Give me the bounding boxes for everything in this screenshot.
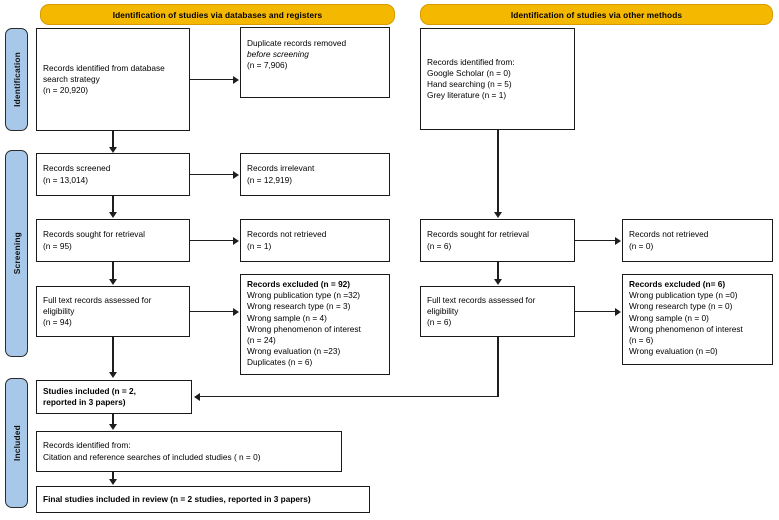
arrowhead-fulltext-to-excluded-left xyxy=(233,307,239,316)
box-full-text-assessed-left: Full text records assessed for eligibili… xyxy=(36,286,190,337)
box-full-text-assessed-right: Full text records assessed for eligibili… xyxy=(420,286,575,337)
connector-right-to-studies-included xyxy=(200,396,498,398)
records-excluded-left-reasons: Wrong publication type (n =32) Wrong res… xyxy=(247,290,361,368)
connector-fulltext-to-studies-included xyxy=(112,337,114,373)
box-records-identified-other: Records identified from: Google Scholar … xyxy=(420,28,575,130)
box-records-identified-database: Records identified from database search … xyxy=(36,28,190,131)
arrowhead-fulltext-to-studies-included xyxy=(108,372,117,378)
box-final-studies-included: Final studies included in review (n = 2 … xyxy=(36,486,370,513)
stage-label-identification: Identification xyxy=(11,52,22,107)
records-excluded-right-header: Records excluded (n= 6) xyxy=(629,279,726,289)
box-records-excluded-right: Records excluded (n= 6) Wrong publicatio… xyxy=(622,274,773,365)
arrowhead-identified-other-to-sought xyxy=(493,212,502,218)
box-records-not-retrieved-right: Records not retrieved (n = 0) xyxy=(622,219,773,262)
arrowhead-sought-to-not-retrieved-left xyxy=(233,236,239,245)
box-records-excluded-left: Records excluded (n = 92) Wrong publicat… xyxy=(240,274,390,375)
box-records-irrelevant: Records irrelevant (n = 12,919) xyxy=(240,153,390,196)
connector-sought-to-fulltext-right xyxy=(497,262,499,280)
stage-bar-included: Included xyxy=(5,378,28,508)
box-records-screened: Records screened (n = 13,014) xyxy=(36,153,190,196)
stage-label-screening: Screening xyxy=(11,232,22,275)
connector-sought-to-fulltext-left xyxy=(112,262,114,280)
stage-bar-identification: Identification xyxy=(5,28,28,131)
box-records-sought-retrieval-left: Records sought for retrieval (n = 95) xyxy=(36,219,190,262)
box-records-not-retrieved-left: Records not retrieved (n = 1) xyxy=(240,219,390,262)
connector-identified-to-duplicates xyxy=(190,79,234,81)
connector-fulltext-to-excluded-left xyxy=(190,311,234,313)
connector-identified-to-screened xyxy=(112,131,114,148)
box-studies-included: Studies included (n = 2, reported in 3 p… xyxy=(36,380,192,414)
arrowhead-screened-to-sought xyxy=(108,212,117,218)
arrowhead-fulltext-to-excluded-right xyxy=(615,307,621,316)
box-citation-reference-searches: Records identified from: Citation and re… xyxy=(36,431,342,472)
arrowhead-identified-to-screened xyxy=(108,147,117,153)
arrowhead-sought-to-not-retrieved-right xyxy=(615,236,621,245)
box-duplicate-records-removed: Duplicate records removed before screeni… xyxy=(240,27,390,98)
arrowhead-studies-to-citation xyxy=(108,424,117,430)
banner-databases-registers: Identification of studies via databases … xyxy=(40,4,395,25)
records-excluded-right-reasons: Wrong publication type (n =0) Wrong rese… xyxy=(629,290,743,357)
connector-fulltext-right-down xyxy=(497,337,499,397)
duplicates-line-1: Duplicate records removed xyxy=(247,38,347,48)
stage-label-included: Included xyxy=(11,424,22,462)
connector-identified-other-to-sought xyxy=(497,130,499,213)
box-records-sought-retrieval-right: Records sought for retrieval (n = 6) xyxy=(420,219,575,262)
connector-screened-to-irrelevant xyxy=(190,174,234,176)
connector-studies-to-citation xyxy=(112,414,114,425)
stage-bar-screening: Screening xyxy=(5,150,28,357)
connector-citation-to-final xyxy=(112,472,114,480)
arrowhead-right-to-studies-included xyxy=(194,393,200,402)
arrowhead-screened-to-irrelevant xyxy=(233,170,239,179)
duplicates-line-2: before screening xyxy=(247,49,309,60)
connector-screened-to-sought xyxy=(112,196,114,213)
connector-fulltext-to-excluded-right xyxy=(575,311,616,313)
duplicates-line-3: (n = 7,906) xyxy=(247,60,288,71)
connector-sought-to-not-retrieved-left xyxy=(190,240,234,242)
records-excluded-left-header: Records excluded (n = 92) xyxy=(247,279,351,289)
arrowhead-sought-to-fulltext-left xyxy=(108,279,117,285)
arrowhead-sought-to-fulltext-right xyxy=(493,279,502,285)
arrowhead-identified-to-duplicates xyxy=(233,75,239,84)
banner-other-methods: Identification of studies via other meth… xyxy=(420,4,773,25)
arrowhead-citation-to-final xyxy=(108,479,117,485)
connector-sought-to-not-retrieved-right xyxy=(575,240,616,242)
